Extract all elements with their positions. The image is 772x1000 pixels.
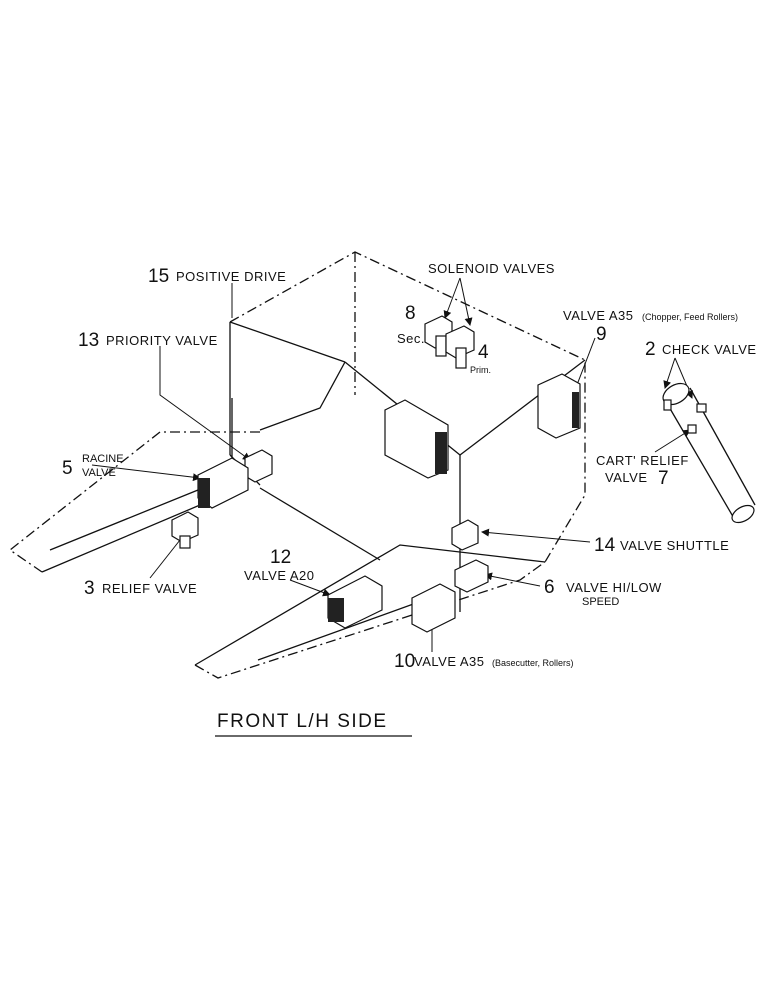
callout-8-number: 8: [405, 303, 416, 324]
callout-10-note: (Basecutter, Rollers): [492, 658, 574, 668]
callout-13-number: 13: [78, 330, 99, 351]
callout-2-number: 2: [645, 339, 656, 360]
valve-hi-low-6: [454, 559, 489, 593]
callout-6-line2: SPEED: [582, 596, 619, 608]
callout-6-number: 6: [544, 577, 555, 598]
callout-3-label: RELIEF VALVE: [102, 581, 197, 596]
callout-7-number: 7: [658, 468, 669, 489]
valve-block-center: [384, 399, 449, 479]
valve-shuttle-14: [451, 519, 479, 551]
callout-7-line1: CART' RELIEF: [596, 453, 689, 468]
priority-valve-13: [244, 449, 273, 483]
callout-3-number: 3: [84, 578, 95, 599]
callout-10-number: 10: [394, 651, 415, 672]
callout-9-number: 9: [596, 324, 607, 345]
callout-2-label: CHECK VALVE: [662, 342, 757, 357]
callout-9-label: VALVE A35: [563, 308, 634, 323]
valve-a35-basecutter-10: [411, 583, 456, 633]
callout-14-label: VALVE SHUTTLE: [620, 538, 729, 553]
callout-14-number: 14: [594, 535, 616, 556]
chassis-outline: [8, 251, 586, 679]
solenoid-valve-4: [445, 325, 475, 369]
callout-4-sub: Prim.: [470, 365, 491, 375]
cart-pipe: [662, 382, 756, 524]
callout-5-line2: VALVE: [82, 467, 116, 479]
solenoid-valves-label: SOLENOID VALVES: [428, 261, 555, 276]
callout-12-label: VALVE A20: [244, 568, 315, 583]
callout-12-number: 12: [270, 547, 291, 568]
callout-4-number: 4: [478, 342, 489, 363]
callout-6-line1: VALVE HI/LOW: [566, 580, 662, 595]
racine-valve-5: [197, 457, 249, 509]
diagram-title: FRONT L/H SIDE: [217, 711, 388, 732]
callout-10-label: VALVE A35: [414, 654, 485, 669]
callout-7-line2: VALVE: [605, 470, 647, 485]
leader-lines: [91, 277, 693, 652]
relief-valve-3: [171, 511, 199, 549]
callout-5-line1: RACINE: [82, 453, 124, 465]
valve-a20-12: [327, 575, 383, 629]
callout-15-number: 15: [148, 266, 169, 287]
callout-9-note: (Chopper, Feed Rollers): [642, 312, 738, 322]
callout-8-sub: Sec.: [397, 331, 425, 346]
callout-13-label: PRIORITY VALVE: [106, 333, 218, 348]
callout-15-label: POSITIVE DRIVE: [176, 269, 286, 284]
callout-5-number: 5: [62, 458, 73, 479]
valve-a35-chopper: [537, 373, 581, 439]
